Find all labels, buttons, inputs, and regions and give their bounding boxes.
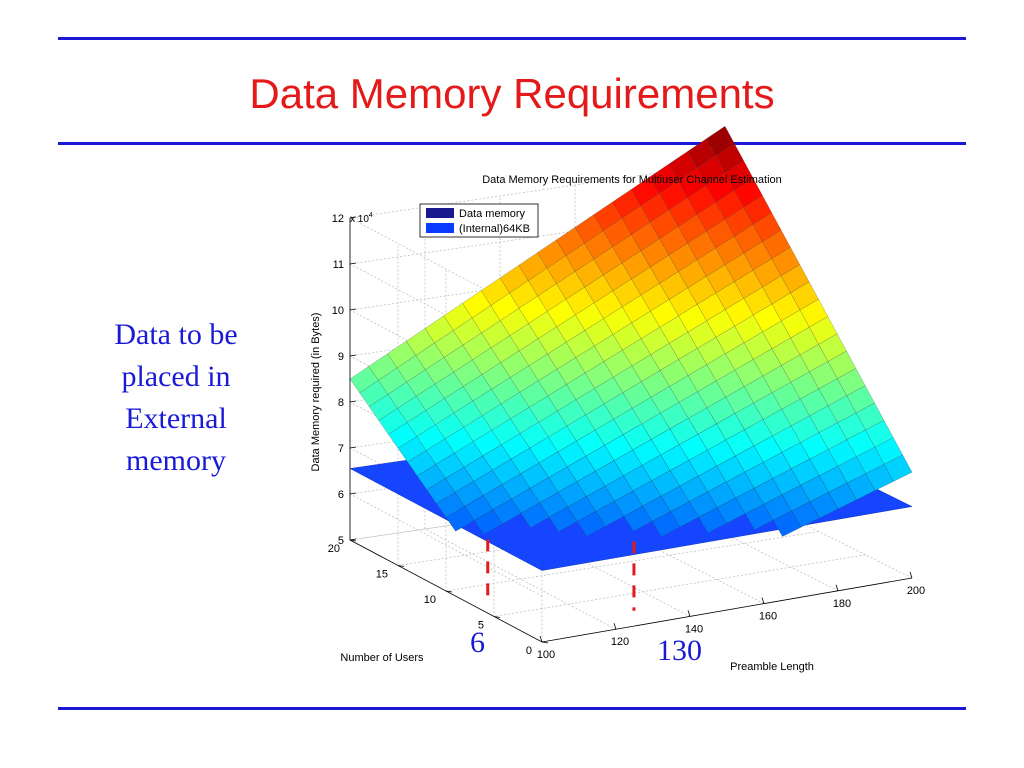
- side-note-line: External: [125, 402, 227, 435]
- z-tick-label: 6: [338, 489, 344, 501]
- surface-patch: [623, 506, 653, 532]
- x-tick-label: 180: [833, 598, 851, 610]
- x-tick-label: 120: [611, 636, 629, 648]
- x-tick: [539, 635, 543, 643]
- surface-patch: [651, 511, 681, 537]
- slide-title: Data Memory Requirements: [249, 70, 775, 117]
- side-note-line: placed in: [121, 360, 231, 393]
- z-multiplier: x 104: [350, 212, 373, 225]
- z-tick-label: 10: [332, 305, 344, 317]
- surface-patch: [698, 507, 727, 534]
- y-tick-label: 15: [376, 569, 388, 581]
- y-tick: [445, 590, 453, 593]
- y-tick-label: 10: [424, 594, 436, 606]
- x-tick-label: 200: [907, 585, 925, 597]
- surface-patch: [548, 506, 578, 533]
- legend-swatch-data-memory: [426, 208, 454, 218]
- y-tick-label: 0: [526, 645, 532, 657]
- y-tick: [349, 539, 357, 542]
- annotation-lines: [486, 539, 636, 611]
- x-axis-label: Preamble Length: [730, 661, 814, 673]
- legend-label-internal: (Internal)64KB: [459, 223, 530, 235]
- x-tick-label: 140: [685, 623, 703, 635]
- surface-patch: [744, 504, 774, 530]
- top-rule: [58, 37, 966, 40]
- z-tick-label: 8: [338, 397, 344, 409]
- surface-patch: [772, 510, 802, 537]
- title-underline-rule: [58, 142, 966, 145]
- z-tick-label: 11: [333, 259, 344, 271]
- y-tick: [493, 616, 501, 618]
- y-tick: [541, 641, 549, 644]
- z-axis-label: Data Memory required (in Bytes): [310, 313, 322, 472]
- z-tick: [349, 262, 357, 265]
- side-note-line: memory: [126, 444, 226, 477]
- legend-swatch-internal: [426, 223, 454, 233]
- legend-label-data-memory: Data memory: [459, 208, 526, 220]
- z-tick: [349, 308, 357, 311]
- bottom-rule: [58, 707, 966, 710]
- y-axis-label: Number of Users: [340, 652, 424, 664]
- z-tick-label: 7: [338, 443, 344, 455]
- side-note-line: Data to be: [114, 318, 238, 351]
- x-tick: [835, 584, 839, 591]
- x-tick: [613, 623, 617, 630]
- side-note: Data to be placed in External memory: [86, 314, 266, 482]
- surface-patch: [520, 502, 550, 528]
- legend: Data memory (Internal)64KB: [419, 203, 539, 238]
- surface-patch: [445, 506, 475, 532]
- z-tick-label: 12: [332, 213, 344, 225]
- x-tick: [909, 571, 913, 579]
- surface-layer: [349, 125, 913, 571]
- z-tick: [349, 400, 357, 403]
- z-tick-label: 5: [338, 535, 344, 547]
- x-tick-label: 100: [537, 649, 555, 661]
- z-tick: [349, 446, 357, 449]
- y-tick-label: 5: [478, 620, 484, 632]
- x-tick: [761, 597, 765, 604]
- annotation-users: 6: [470, 626, 485, 659]
- z-tick: [349, 216, 357, 219]
- z-tick-label: 9: [338, 351, 344, 363]
- chart-title: Data Memory Requirements for Multiuser C…: [482, 174, 782, 186]
- z-tick: [349, 492, 357, 495]
- surface-patch: [473, 509, 503, 535]
- x-tick: [687, 610, 691, 617]
- annotation-preamble: 130: [657, 634, 702, 667]
- y-tick: [397, 565, 405, 567]
- surface-patch: [577, 511, 606, 537]
- y-tick-label: 20: [328, 543, 340, 555]
- x-tick-label: 160: [759, 611, 777, 623]
- z-tick: [349, 354, 357, 357]
